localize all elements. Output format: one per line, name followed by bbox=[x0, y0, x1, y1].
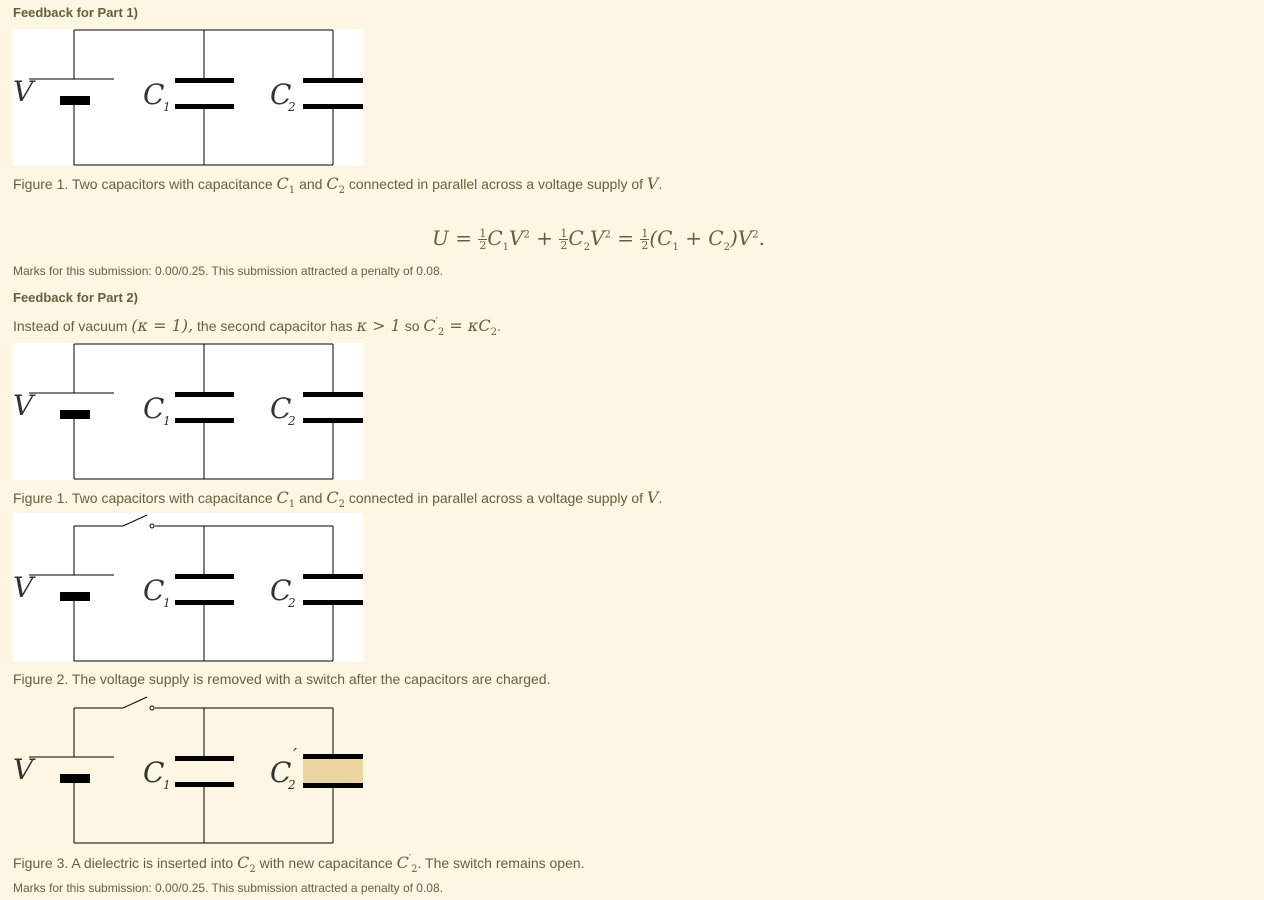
svg-text:1: 1 bbox=[163, 414, 171, 428]
figure1-circuit: V C 1 C 2 bbox=[13, 29, 363, 166]
figure3-circuit: V C 1 C ′ 2 bbox=[13, 695, 363, 844]
svg-text:′: ′ bbox=[293, 745, 297, 766]
part2-marks: Marks for this submission: 0.00/0.25. Th… bbox=[13, 881, 443, 895]
figure2-circuit: V C 1 C 2 bbox=[13, 513, 363, 662]
svg-text:2: 2 bbox=[287, 778, 296, 792]
part1-heading: Feedback for Part 1) bbox=[13, 5, 138, 20]
svg-text:V: V bbox=[13, 753, 36, 786]
svg-text:1: 1 bbox=[163, 778, 171, 792]
svg-text:2: 2 bbox=[287, 100, 296, 114]
svg-text:C: C bbox=[143, 392, 164, 425]
svg-text:2: 2 bbox=[287, 414, 296, 428]
svg-text:C: C bbox=[270, 574, 291, 607]
part2-heading: Feedback for Part 2) bbox=[13, 290, 138, 305]
svg-text:C: C bbox=[270, 78, 291, 111]
switch-contact bbox=[149, 523, 155, 529]
svg-text:C: C bbox=[143, 78, 164, 111]
dielectric-slab bbox=[303, 759, 363, 783]
svg-text:1: 1 bbox=[163, 596, 171, 610]
figure1-circuit-repeat: V C 1 C 2 bbox=[13, 343, 363, 480]
svg-text:C: C bbox=[143, 574, 164, 607]
part1-figure1-caption: Figure 1. Two capacitors with capacitanc… bbox=[13, 174, 663, 197]
svg-text:C: C bbox=[143, 756, 164, 789]
svg-text:1: 1 bbox=[163, 100, 171, 114]
svg-text:C: C bbox=[270, 756, 291, 789]
part2-figure3-caption: Figure 3. A dielectric is inserted into … bbox=[13, 853, 585, 876]
label-v: V bbox=[13, 75, 36, 108]
switch-arm bbox=[122, 514, 148, 527]
svg-text:V: V bbox=[13, 389, 36, 422]
svg-text:V: V bbox=[13, 571, 36, 604]
part1-marks: Marks for this submission: 0.00/0.25. Th… bbox=[13, 264, 443, 278]
svg-text:C: C bbox=[270, 392, 291, 425]
part2-figure2-caption: Figure 2. The voltage supply is removed … bbox=[13, 671, 551, 687]
part2-figure1-caption: Figure 1. Two capacitors with capacitanc… bbox=[13, 488, 663, 511]
battery-plate bbox=[60, 96, 90, 105]
svg-text:2: 2 bbox=[287, 596, 296, 610]
part2-intro: Instead of vacuum (κ = 1), the second ca… bbox=[13, 316, 501, 339]
